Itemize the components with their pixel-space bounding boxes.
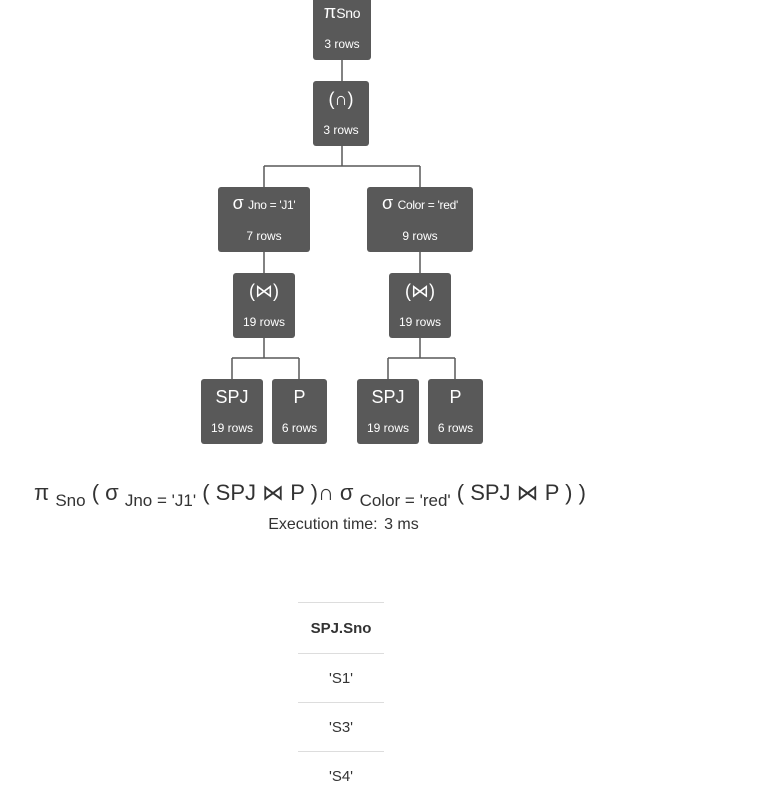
- node-projection[interactable]: πSno 3 rows: [313, 0, 371, 60]
- node-intersection[interactable]: (∩) 3 rows: [313, 81, 369, 146]
- pi-symbol: π: [324, 2, 336, 22]
- table-cell: 'S4': [298, 752, 384, 800]
- relation-name: P: [272, 387, 327, 407]
- node-relation-spj-left[interactable]: SPJ 19 rows: [201, 379, 263, 444]
- relational-algebra-expression: π Sno ( σ Jno = 'J1' ( SPJ ⋈ P )∩ σ Colo…: [34, 478, 754, 510]
- node-relation-spj-right[interactable]: SPJ 19 rows: [357, 379, 419, 444]
- selection-condition-color: Color = 'red': [360, 491, 451, 510]
- result-table: SPJ.Sno 'S1' 'S3' 'S4': [298, 602, 384, 800]
- node-relation-p-right[interactable]: P 6 rows: [428, 379, 483, 444]
- intersection-symbol: (∩): [313, 89, 369, 109]
- node-selection-jno[interactable]: σ Jno = 'J1' 7 rows: [218, 187, 310, 252]
- sigma-symbol: σ: [382, 193, 393, 213]
- node-relation-p-left[interactable]: P 6 rows: [272, 379, 327, 444]
- row-count: 3 rows: [313, 37, 371, 51]
- relation-name: SPJ: [201, 387, 263, 407]
- join-symbol: (⋈): [233, 281, 295, 301]
- row-count: 19 rows: [357, 421, 419, 435]
- row-count: 19 rows: [201, 421, 263, 435]
- node-join-right[interactable]: (⋈) 19 rows: [389, 273, 451, 338]
- row-count: 19 rows: [233, 315, 295, 329]
- projection-attribute: Sno: [55, 491, 85, 510]
- execution-time-label: Execution time:: [268, 516, 377, 533]
- row-count: 6 rows: [272, 421, 327, 435]
- table-row: 'S3': [298, 703, 384, 752]
- relation-name: SPJ: [357, 387, 419, 407]
- selection-condition-jno: Jno = 'J1': [125, 491, 196, 510]
- execution-time-value: 3 ms: [384, 516, 419, 533]
- row-count: 3 rows: [313, 123, 369, 137]
- table-header-row: SPJ.Sno: [298, 603, 384, 654]
- execution-time: Execution time: 3 ms: [0, 516, 685, 534]
- table-row: 'S1': [298, 654, 384, 703]
- row-count: 6 rows: [428, 421, 483, 435]
- table-cell: 'S1': [298, 654, 384, 703]
- table-row: 'S4': [298, 752, 384, 800]
- column-header: SPJ.Sno: [298, 603, 384, 654]
- sigma-symbol: σ: [233, 193, 244, 213]
- pi-symbol: π: [34, 480, 49, 505]
- open-paren: (: [92, 480, 99, 505]
- intersection-symbol: ∩: [318, 480, 334, 505]
- table-cell: 'S3': [298, 703, 384, 752]
- relation-name: P: [428, 387, 483, 407]
- left-join-expression: ( SPJ ⋈ P ): [202, 480, 318, 505]
- close-paren: ): [579, 480, 586, 505]
- right-join-expression: ( SPJ ⋈ P ): [457, 480, 573, 505]
- row-count: 7 rows: [218, 229, 310, 243]
- row-count: 19 rows: [389, 315, 451, 329]
- join-symbol: (⋈): [389, 281, 451, 301]
- node-condition: Color = 'red': [398, 198, 458, 212]
- node-condition: Jno = 'J1': [248, 198, 295, 212]
- node-selection-color[interactable]: σ Color = 'red' 9 rows: [367, 187, 473, 252]
- node-join-left[interactable]: (⋈) 19 rows: [233, 273, 295, 338]
- node-condition: Sno: [336, 5, 360, 21]
- sigma-symbol: σ: [105, 480, 119, 505]
- row-count: 9 rows: [367, 229, 473, 243]
- sigma-symbol: σ: [340, 480, 354, 505]
